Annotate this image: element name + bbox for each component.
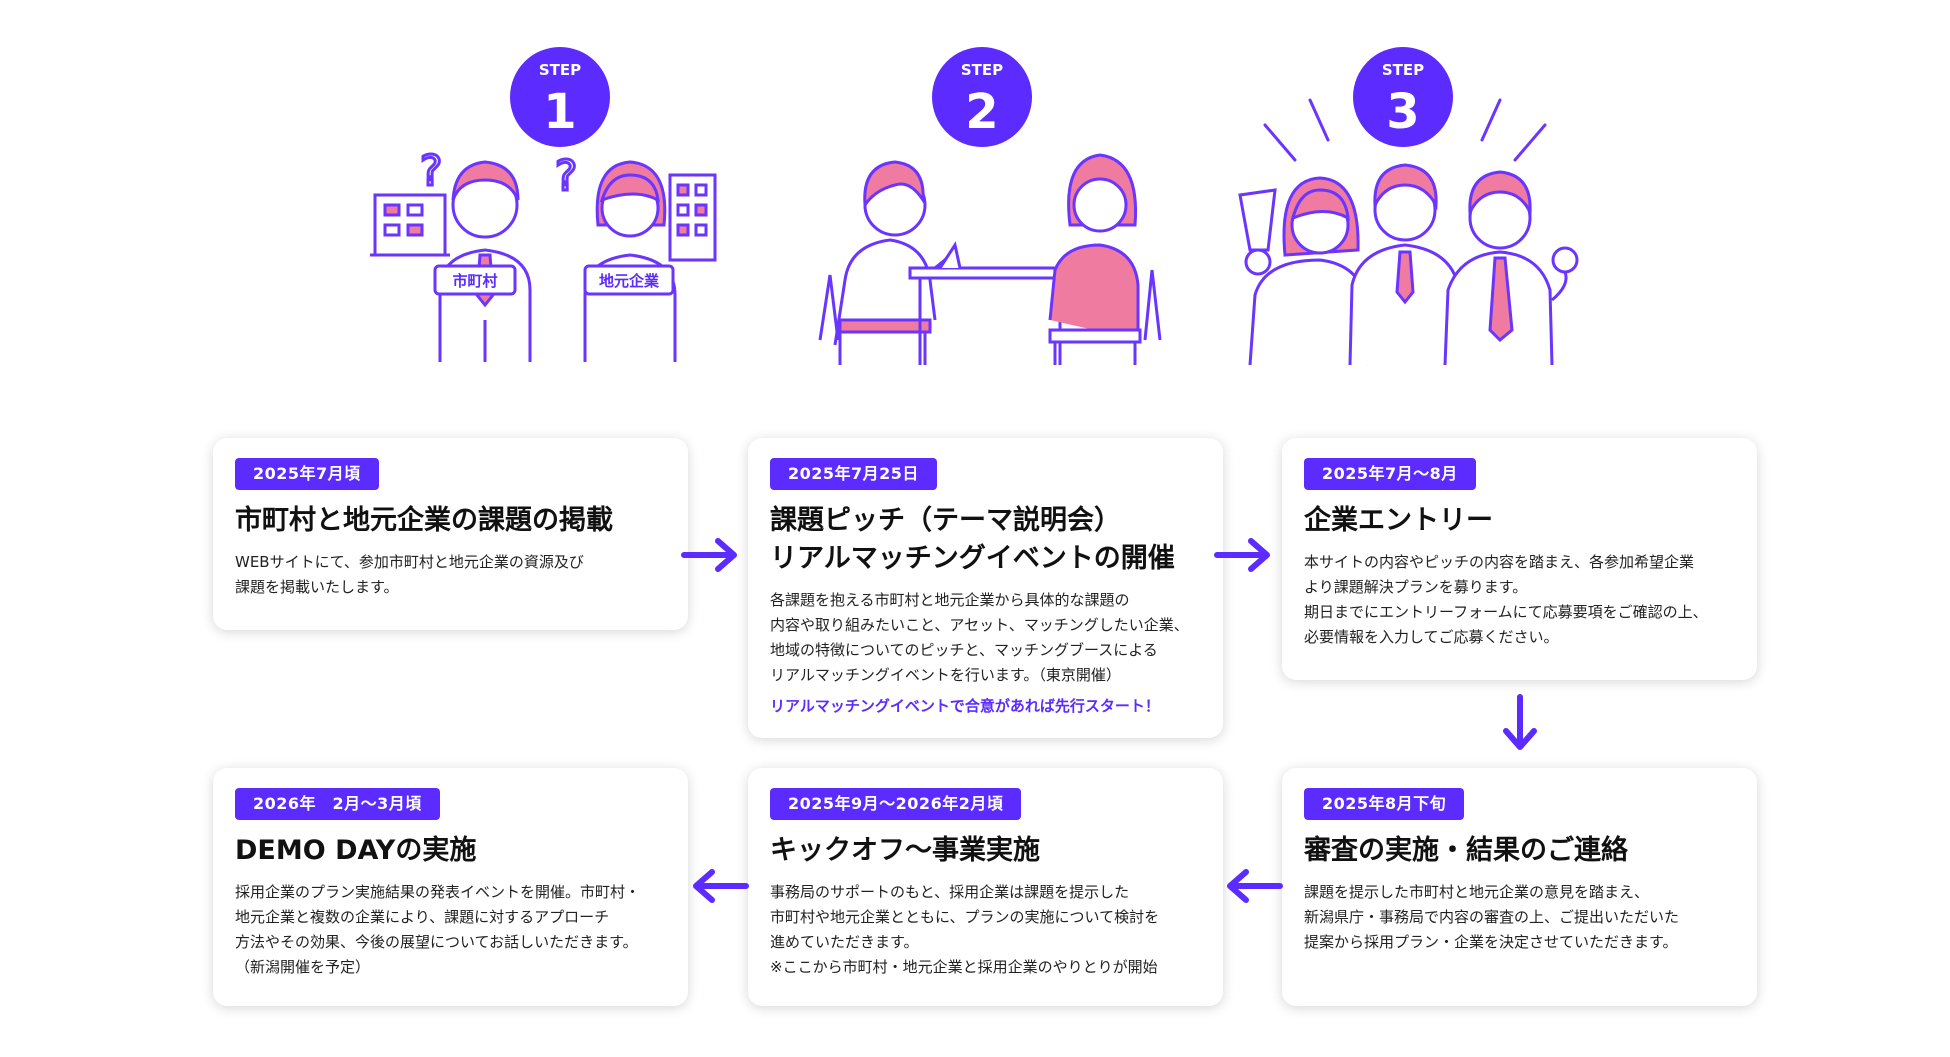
date-badge: 2025年7月〜8月	[1304, 458, 1476, 490]
card-highlight-note: リアルマッチングイベントで合意があれば先行スタート！	[770, 697, 1160, 715]
arrow-right-icon	[1214, 538, 1270, 572]
building-icon	[668, 173, 717, 262]
date-badge: 2025年8月下旬	[1304, 788, 1465, 820]
question-mark-icon: ?	[555, 151, 577, 200]
tag-shichoson: 市町村	[433, 264, 517, 296]
step-2-illustration: STEP 2	[818, 47, 1162, 365]
step-3-badge: STEP 3	[1353, 47, 1453, 147]
step-1-illustration: STEP 1 ? ? 市町村	[370, 47, 717, 362]
step-1-badge: STEP 1	[510, 47, 610, 147]
card-title: 審査の実施・結果のご連絡	[1304, 835, 1628, 866]
step-label: STEP	[961, 61, 1003, 79]
date-badge: 2025年7月25日	[770, 458, 937, 490]
woman-seated-icon	[1048, 153, 1162, 365]
date-badge: 2025年7月頃	[235, 458, 379, 490]
card-body: 事務局のサポートのもと、採用企業は課題を提示した 市町村や地元企業とともに、プラ…	[770, 883, 1160, 976]
card-body: WEBサイトにて、参加市町村と地元企業の資源及び 課題を掲載いたします。	[235, 553, 584, 596]
date-badge: 2026年 2月〜3月頃	[235, 788, 440, 820]
arrow-left-icon	[1227, 869, 1283, 903]
step-label: STEP	[539, 61, 581, 79]
woman-person-icon	[1248, 176, 1370, 366]
step-card-1: 2025年7月頃 市町村と地元企業の課題の掲載 WEBサイトにて、参加市町村と地…	[213, 438, 688, 630]
man-seated-icon	[818, 160, 952, 365]
man-person-icon	[1348, 163, 1462, 366]
step-card-3: 2025年7月〜8月 企業エントリー 本サイトの内容やピッチの内容を踏まえ、各参…	[1282, 438, 1757, 680]
svg-text:市町村: 市町村	[452, 272, 497, 290]
step-number: 3	[1386, 84, 1419, 140]
card-body: 各課題を抱える市町村と地元企業から具体的な課題の 内容や取り組みたいこと、アセッ…	[770, 591, 1189, 684]
man-person-icon	[438, 160, 532, 362]
step-label: STEP	[1382, 61, 1424, 79]
building-icon	[370, 193, 450, 257]
celebration-rays-icon	[1263, 98, 1547, 162]
step-card-4: 2025年8月下旬 審査の実施・結果のご連絡 課題を提示した市町村と地元企業の意…	[1282, 768, 1757, 1006]
card-title: 企業エントリー	[1304, 505, 1493, 536]
step-card-6: 2026年 2月〜3月頃 DEMO DAYの実施 採用企業のプラン実施結果の発表…	[213, 768, 688, 1006]
arrow-down-icon	[1503, 694, 1537, 750]
man-person-icon	[1443, 170, 1579, 366]
card-body: 採用企業のプラン実施結果の発表イベントを開催。市町村・ 地元企業と複数の企業によ…	[235, 883, 641, 976]
steps-illustration-row: STEP 1 ? ? 市町村	[0, 0, 1950, 380]
card-title: DEMO DAYの実施	[235, 835, 477, 866]
card-title: キックオフ〜事業実施	[770, 835, 1040, 866]
step-2-badge: STEP 2	[932, 47, 1032, 147]
card-title: 課題ピッチ（テーマ説明会） リアルマッチングイベントの開催	[770, 505, 1175, 574]
step-number: 2	[965, 84, 998, 140]
svg-text:地元企業: 地元企業	[599, 272, 660, 290]
question-mark-icon: ?	[420, 146, 442, 195]
step-card-2: 2025年7月25日 課題ピッチ（テーマ説明会） リアルマッチングイベントの開催…	[748, 438, 1223, 738]
woman-person-icon	[583, 160, 677, 362]
date-badge: 2025年9月〜2026年2月頃	[770, 788, 1022, 820]
arrow-left-icon	[693, 869, 749, 903]
card-title: 市町村と地元企業の課題の掲載	[235, 505, 613, 536]
tag-jimoto-kigyo: 地元企業	[583, 264, 675, 296]
card-body: 本サイトの内容やピッチの内容を踏まえ、各参加希望企業 より課題解決プランを募りま…	[1304, 553, 1708, 646]
arrow-right-icon	[681, 538, 737, 572]
step-3-illustration: STEP 3	[1238, 47, 1579, 366]
step-card-5: 2025年9月〜2026年2月頃 キックオフ〜事業実施 事務局のサポートのもと、…	[748, 768, 1223, 1006]
card-body: 課題を提示した市町村と地元企業の意見を踏まえ、 新潟県庁・事務局で内容の審査の上…	[1304, 883, 1680, 951]
step-number: 1	[543, 84, 576, 140]
flag-icon	[1238, 188, 1277, 276]
